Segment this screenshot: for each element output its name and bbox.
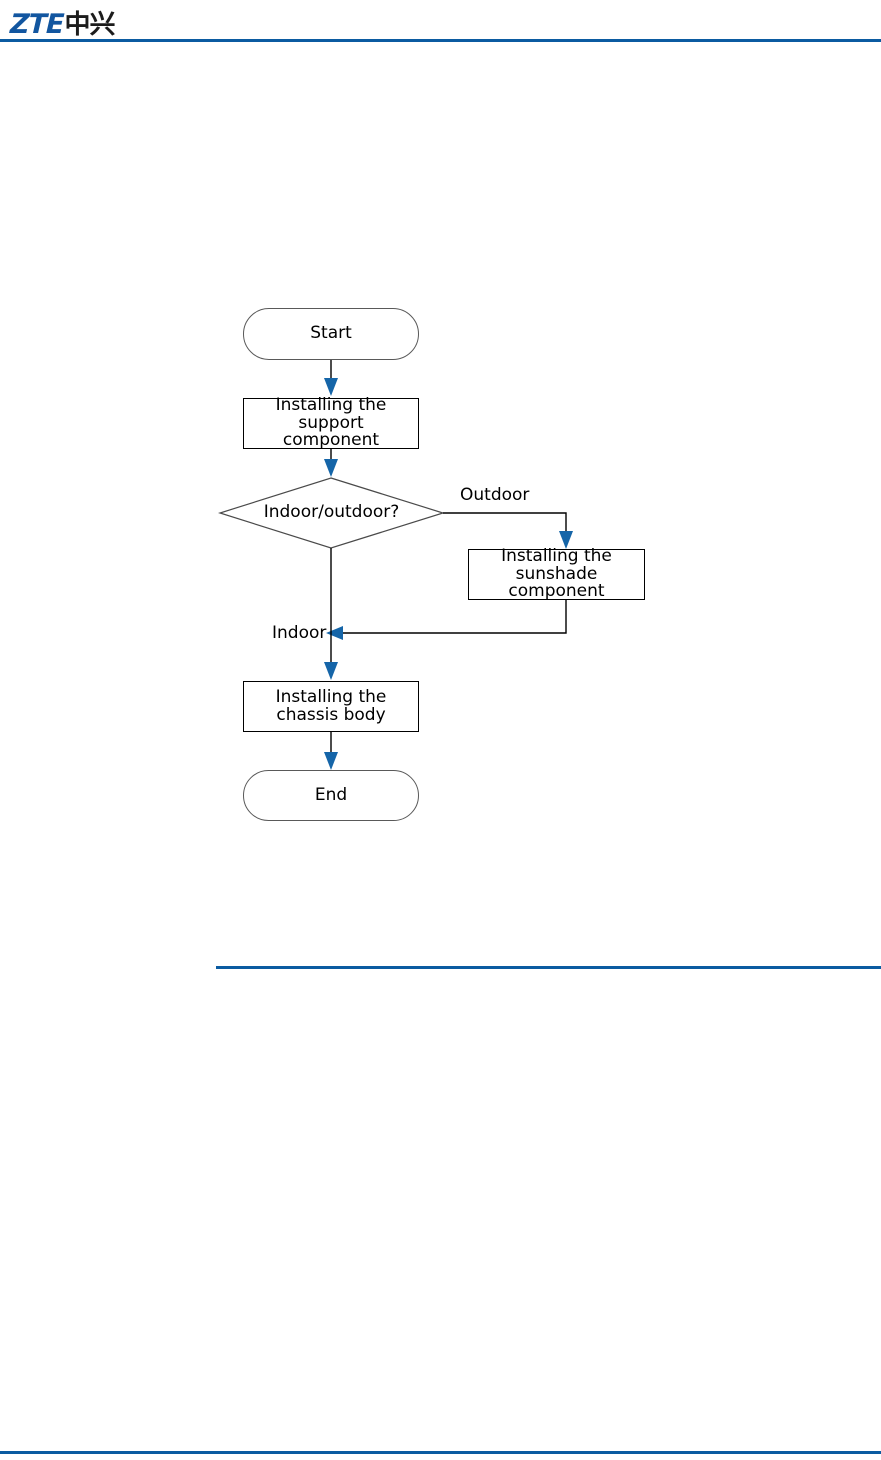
- section-divider-rule: [216, 966, 881, 969]
- flow-node-chassis-body[interactable]: Installing the chassis body: [243, 681, 419, 732]
- arrowhead-start-support: [324, 378, 338, 396]
- arrowhead-support-decision: [324, 459, 338, 477]
- zte-logo-wordmark: ZTE: [9, 9, 64, 40]
- edge-sunshade-return: [340, 600, 567, 634]
- flow-node-decision-indoor-outdoor[interactable]: Indoor/outdoor?: [220, 478, 443, 548]
- arrowhead-sunshade-return: [326, 626, 343, 640]
- zte-logo-chinese: 中兴: [64, 10, 115, 40]
- flow-node-end-label: End: [314, 784, 348, 805]
- page-header: ZTE 中兴: [0, 0, 881, 43]
- arrowhead-decision-chassis: [324, 662, 338, 680]
- arrowhead-chassis-end: [324, 752, 338, 770]
- flow-node-chassis-body-label: Installing the chassis body: [275, 686, 387, 725]
- flow-node-support-component[interactable]: Installing the support component: [243, 394, 419, 451]
- flow-node-decision-label: Indoor/outdoor?: [263, 502, 400, 523]
- flow-node-sunshade-component-label: Installing the sunshade component: [501, 545, 612, 602]
- zte-logo: ZTE 中兴: [9, 4, 115, 40]
- flow-node-support-component-label: Installing the support component: [275, 394, 387, 451]
- flow-node-sunshade-component[interactable]: Installing the sunshade component: [468, 545, 645, 602]
- edge-label-outdoor: Outdoor: [460, 485, 530, 505]
- flow-node-end[interactable]: End: [243, 770, 419, 821]
- edge-label-indoor: Indoor: [272, 623, 327, 643]
- footer-divider-rule: [0, 1451, 881, 1454]
- header-divider-rule: [0, 39, 881, 42]
- edge-decision-sunshade: [443, 512, 567, 534]
- flow-node-start[interactable]: Start: [243, 308, 419, 360]
- flow-node-start-label: Start: [310, 323, 352, 344]
